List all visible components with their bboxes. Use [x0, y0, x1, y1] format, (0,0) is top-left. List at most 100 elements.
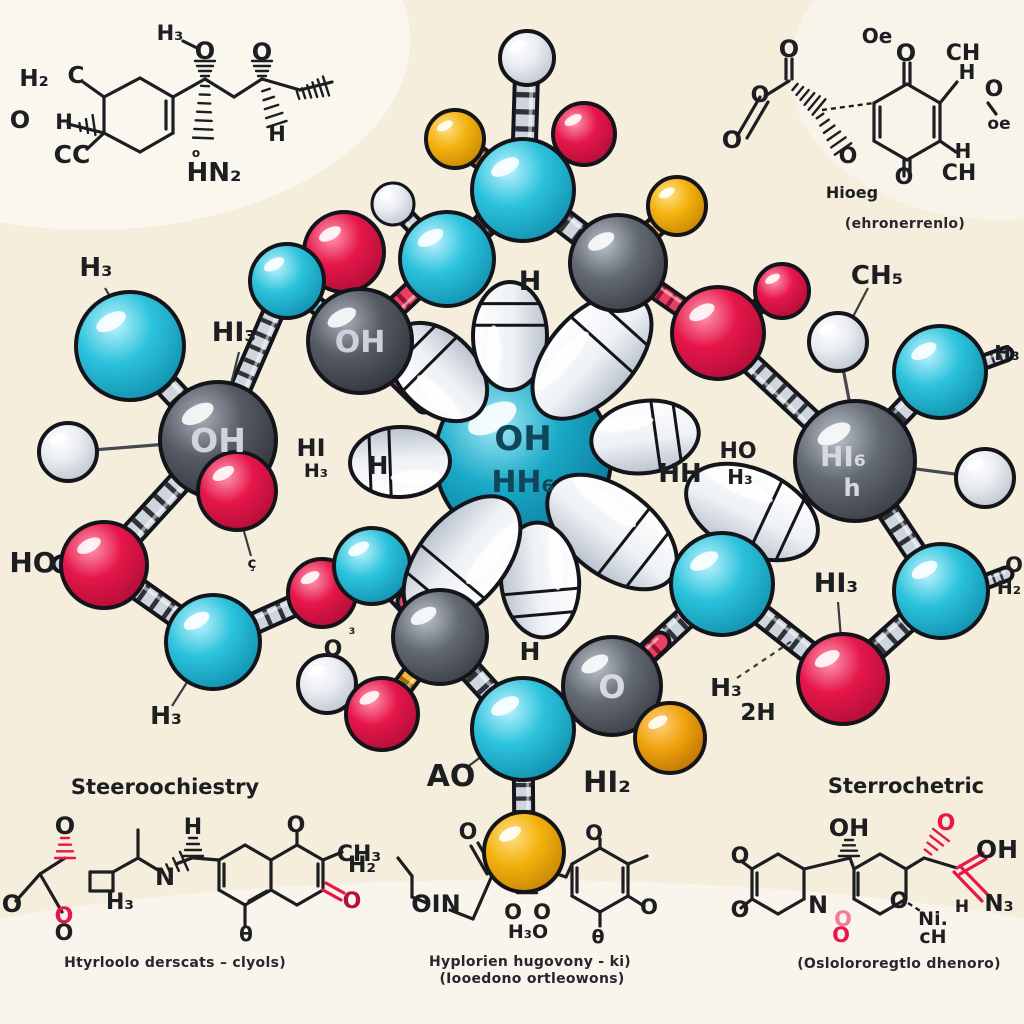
- skeletal-bond: [181, 39, 201, 51]
- atom-label: H₃O: [508, 921, 548, 943]
- atom-label: O: [896, 39, 916, 67]
- lobe-highlight: [547, 530, 564, 590]
- atom-highlight: [410, 606, 437, 625]
- atom-label: O: [533, 900, 551, 924]
- skeletal-bond: [138, 76, 175, 99]
- skeletal-bond: [802, 856, 852, 871]
- atom-cyan: [248, 242, 326, 320]
- atom-cyan: [669, 531, 775, 637]
- bond-bands: [209, 585, 326, 650]
- atom-red: [59, 520, 149, 610]
- skeletal-bond: [570, 894, 602, 914]
- atom-label: Ni.: [918, 908, 948, 930]
- atom-label: o: [192, 146, 200, 160]
- stereo-hash: [311, 81, 319, 99]
- atom-cyan: [892, 542, 990, 640]
- model-label: 2H: [740, 700, 775, 726]
- atom-label: CH: [942, 161, 977, 186]
- atom-highlight: [348, 541, 370, 557]
- skeletal-bond: [203, 77, 236, 99]
- atom-label: O: [640, 895, 658, 919]
- atom-red: [196, 450, 278, 532]
- lobe-band: [671, 404, 683, 461]
- stereo-hash: [178, 850, 190, 872]
- atom-label: O: [55, 921, 74, 946]
- atom-highlight: [581, 654, 609, 674]
- atom-label: O: [731, 898, 750, 923]
- skeletal-bond: [448, 908, 475, 921]
- skeletal-bond: [38, 856, 67, 876]
- skeletal-bond: [295, 888, 325, 907]
- model-label: OH: [494, 419, 551, 459]
- lobe-band: [775, 499, 806, 560]
- atom-cyan: [470, 137, 576, 243]
- atom-highlight: [966, 459, 983, 471]
- atom-label: HN₂: [187, 158, 242, 188]
- atom-label: oe: [987, 114, 1010, 134]
- stereo-hash: [193, 127, 214, 131]
- atom-label: O: [10, 106, 30, 134]
- atom-highlight: [183, 611, 210, 630]
- skeletal-bond: [776, 897, 806, 916]
- atom-highlight: [911, 342, 937, 361]
- atom-cyan: [398, 210, 496, 308]
- skeletal-bond: [904, 856, 926, 871]
- model-label: H: [519, 266, 542, 297]
- atom-label: O: [895, 165, 914, 190]
- caption: Hyplorien hugovony - ki): [429, 954, 631, 970]
- background-bottom: [0, 880, 1024, 1024]
- atom-label: O: [2, 890, 22, 918]
- lobe-highlight: [573, 477, 636, 528]
- atom-highlight: [817, 422, 851, 446]
- atom-label: O: [779, 35, 799, 63]
- model-label: AO: [427, 759, 476, 794]
- model-label: O: [324, 637, 343, 662]
- model-label: HI: [296, 434, 325, 462]
- lobe-highlight: [466, 523, 518, 585]
- atom-highlight: [690, 551, 719, 571]
- atom-label: H: [955, 139, 972, 163]
- stereo-hash: [826, 130, 842, 142]
- atom-cyan: [164, 593, 262, 691]
- lobe-band: [597, 508, 650, 575]
- atom-highlight: [308, 665, 325, 677]
- skeletal-bond: [626, 894, 646, 908]
- atom-red: [753, 262, 811, 320]
- stereo-hash: [833, 142, 853, 156]
- bond-bands: [627, 636, 666, 673]
- skeletal-bond: [938, 80, 959, 105]
- atom-highlight: [499, 826, 521, 842]
- atom-cyan: [332, 526, 412, 606]
- atom-yellow: [646, 175, 708, 237]
- atom-red: [344, 676, 420, 752]
- bond-bands: [716, 577, 849, 686]
- skeletal-bond: [269, 888, 299, 907]
- skeletal-bond: [469, 844, 489, 876]
- skeletal-bond: [745, 100, 770, 140]
- atom-label: O: [55, 812, 75, 840]
- lobe-band: [420, 544, 485, 599]
- atom-cyan: [470, 676, 576, 782]
- lobe-highlight: [390, 469, 443, 484]
- skeletal-bond: [321, 850, 344, 862]
- background-corner: [0, 0, 410, 230]
- atom-label: CH: [946, 41, 981, 66]
- skeletal-bond-dashed: [907, 901, 926, 916]
- atom-label: H: [184, 815, 202, 840]
- atom-label: O: [287, 813, 306, 838]
- model-label: O: [598, 668, 625, 706]
- skeletal-bond: [217, 843, 247, 862]
- model-label: H₃: [710, 673, 742, 702]
- skeletal-bond: [81, 80, 106, 99]
- skeletal-bond: [763, 79, 791, 98]
- model-label: H₂: [997, 577, 1021, 599]
- caption: (Oslolororegtlo dhenoro): [797, 956, 1001, 972]
- atom-white: [498, 29, 556, 87]
- skeletal-bond: [598, 846, 630, 866]
- atom-highlight: [588, 232, 615, 251]
- stereo-hash: [300, 87, 307, 100]
- skeletal-bond: [38, 872, 64, 914]
